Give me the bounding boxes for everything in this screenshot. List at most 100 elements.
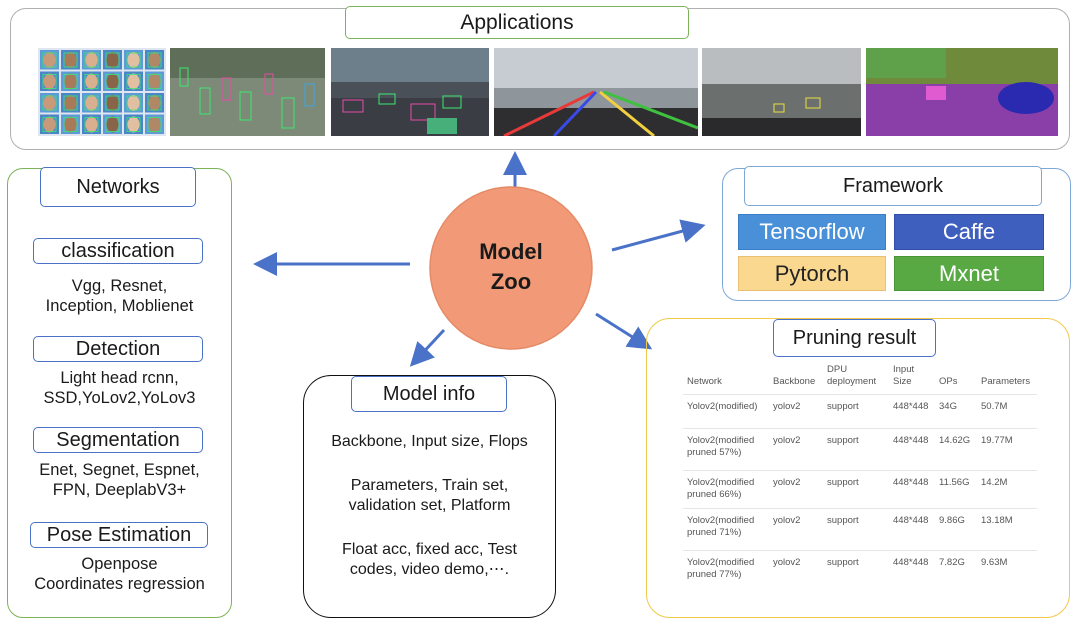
- framework-mxnet: Mxnet: [894, 256, 1044, 291]
- table-cell: 14.62G: [935, 428, 977, 471]
- table-header-cell: OPs: [935, 364, 977, 395]
- table-cell: 7.82G: [935, 550, 977, 589]
- model-info-panel: [303, 375, 556, 618]
- table-cell: 14.2M: [977, 470, 1037, 509]
- table-header-cell: Backbone: [769, 364, 823, 395]
- table-cell: yolov2: [769, 428, 823, 471]
- classification-heading: classification: [33, 238, 203, 264]
- cell-text: Yolov2(modified: [687, 435, 755, 446]
- segmentation-heading: Segmentation: [33, 427, 203, 453]
- model-info-line: Float acc, fixed acc, Test: [342, 541, 517, 558]
- table-cell: 448*448: [889, 508, 935, 551]
- cell-text: pruned 77%): [687, 569, 742, 580]
- pose-estimation-item: Openpose: [81, 555, 158, 573]
- framework-title: Framework: [744, 166, 1042, 206]
- segmentation-list: Enet, Segnet, Espnet, FPN, DeeplabV3+: [12, 460, 227, 500]
- header-text: Parameters: [981, 376, 1031, 387]
- arrow-to-framework: [611, 219, 706, 252]
- framework-caffe: Caffe: [894, 214, 1044, 250]
- cell-text: pruned 66%): [687, 489, 742, 500]
- table-cell: support: [823, 550, 889, 589]
- table-cell: 448*448: [889, 550, 935, 589]
- pedestrian-tracking-thumbnail: [170, 48, 325, 136]
- cell-text: pruned 71%): [687, 527, 742, 538]
- pose-estimation-heading: Pose Estimation: [30, 522, 208, 548]
- model-info-line: Parameters, Train set,: [350, 477, 509, 494]
- table-cell: support: [823, 428, 889, 471]
- table-cell: 11.56G: [935, 470, 977, 509]
- table-header-cell: Network: [683, 364, 769, 395]
- header-text: OPs: [939, 376, 958, 387]
- table-cell: yolov2: [769, 508, 823, 551]
- model-zoo-label: Model Zoo: [431, 237, 591, 297]
- cell-text: Yolov2(modified: [687, 515, 755, 526]
- table-cell: 13.18M: [977, 508, 1037, 551]
- arrow-to-pruning: [595, 312, 653, 350]
- detection-item: SSD,YoLov2,YoLov3: [43, 389, 196, 407]
- header-text: Input: [893, 364, 915, 375]
- detection-list: Light head rcnn, SSD,YoLov2,YoLov3: [12, 368, 227, 408]
- traffic-detection-thumbnail: [331, 48, 489, 136]
- header-text: DPU: [827, 364, 848, 375]
- table-cell: Yolov2(modified): [683, 394, 769, 429]
- cell-text: Yolov2(modified: [687, 477, 755, 488]
- model-info-line: Backbone, Input size, Flops: [331, 433, 528, 450]
- header-text: deployment: [827, 376, 877, 387]
- header-text: Size: [893, 376, 912, 387]
- table-header-cell: Parameters: [977, 364, 1037, 395]
- table-cell: 50.7M: [977, 394, 1037, 429]
- model-info-title: Model info: [351, 376, 507, 412]
- segmentation-item: FPN, DeeplabV3+: [52, 481, 187, 499]
- model-info-line: validation set, Platform: [348, 497, 511, 514]
- pose-estimation-list: Openpose Coordinates regression: [7, 554, 232, 594]
- cell-text: Yolov2(modified: [687, 557, 755, 568]
- table-cell: support: [823, 470, 889, 509]
- header-text: Network: [687, 376, 722, 387]
- lane-detection-thumbnail: [494, 48, 698, 136]
- detection-heading: Detection: [33, 336, 203, 362]
- cell-text: Yolov2(modified): [687, 401, 758, 412]
- cell-text: pruned 57%): [687, 447, 742, 458]
- classification-item: Vgg, Resnet,: [71, 277, 168, 295]
- framework-pytorch: Pytorch: [738, 256, 886, 291]
- classification-list: Vgg, Resnet, Inception, Moblienet: [12, 276, 227, 316]
- pose-estimation-item: Coordinates regression: [34, 575, 205, 593]
- detection-item: Light head rcnn,: [60, 369, 179, 387]
- applications-title: Applications: [345, 6, 689, 39]
- table-cell: 9.86G: [935, 508, 977, 551]
- table-cell: 19.77M: [977, 428, 1037, 471]
- classification-item: Inception, Moblienet: [45, 297, 194, 315]
- model-info-text: Backbone, Input size, Flops Parameters, …: [306, 432, 553, 580]
- networks-title: Networks: [40, 167, 196, 207]
- header-text: Backbone: [773, 376, 816, 387]
- segmentation-item: Enet, Segnet, Espnet,: [39, 461, 200, 479]
- table-cell: support: [823, 394, 889, 429]
- table-cell: 448*448: [889, 470, 935, 509]
- table-cell: yolov2: [769, 550, 823, 589]
- arrow-to-model-info: [409, 328, 446, 367]
- table-cell: 448*448: [889, 428, 935, 471]
- face-recognition-thumbnail: [38, 48, 166, 136]
- dashcam-detection-thumbnail: [702, 48, 861, 136]
- model-zoo-line1: Model: [479, 239, 543, 264]
- model-zoo-line2: Zoo: [490, 269, 532, 294]
- table-cell: 9.63M: [977, 550, 1037, 589]
- table-cell: yolov2: [769, 470, 823, 509]
- pruning-panel: [646, 318, 1070, 618]
- pruning-title: Pruning result: [773, 319, 936, 357]
- model-info-line: codes, video demo,⋯.: [349, 561, 510, 578]
- table-cell: support: [823, 508, 889, 551]
